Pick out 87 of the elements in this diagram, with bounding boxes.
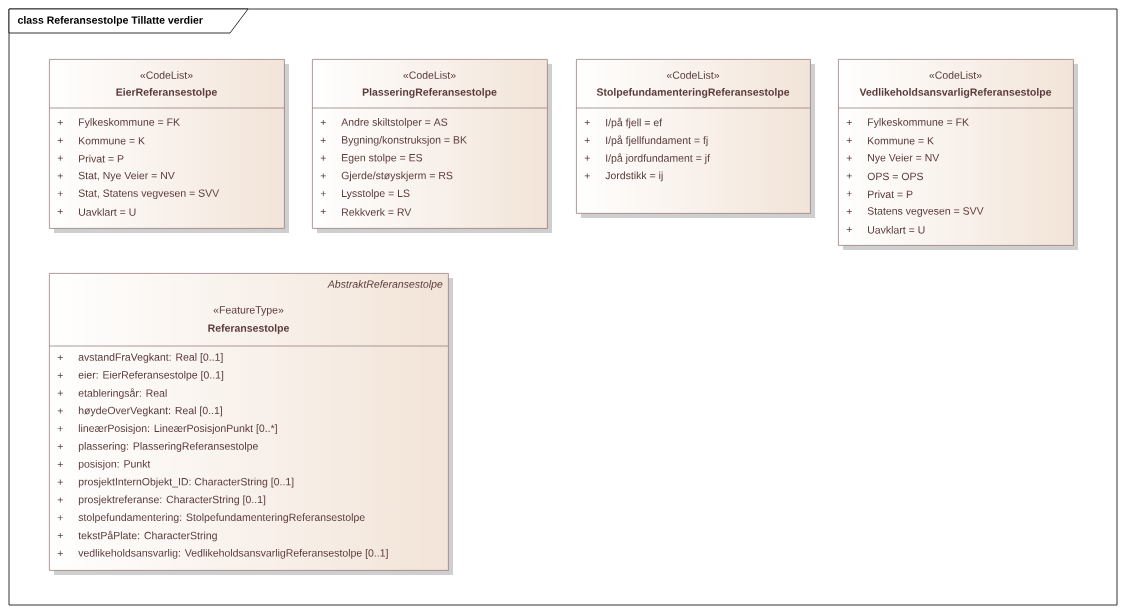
visibility-marker: + [57,444,63,450]
visibility-marker: + [584,155,590,161]
class-name: StolpefundamenteringReferansestolpe [596,88,790,98]
attribute: avstandFraVegkant: Real [0..1] [78,353,223,363]
visibility-marker: + [57,372,63,378]
visibility-marker: + [320,120,326,126]
visibility-marker: + [57,173,63,179]
attribute: I/på fjell = ef [606,117,663,129]
visibility-marker: + [584,137,590,143]
visibility-marker: + [846,173,852,179]
visibility-marker: + [57,550,63,556]
class-box [48,59,289,233]
attribute: Jordstikk = ij [605,171,663,182]
stereotype: «FeatureType» [213,306,284,316]
visibility-marker: + [57,408,63,414]
attribute: Fylkeskommune = FK [79,118,180,128]
stereotype: «CodeList» [666,71,720,79]
visibility-marker: + [320,209,326,215]
visibility-marker: + [57,390,63,396]
attribute: Kommune = K [79,137,145,145]
visibility-marker: + [320,173,326,179]
attribute: Uavklart = U [868,225,925,234]
visibility-marker: + [57,191,63,197]
attribute: etableringsår: Real [78,388,167,399]
class-name: VedlikeholdsansvarligReferansestolpe [859,88,1052,98]
attribute: prosjektInternObjekt_ID: CharacterString [0..1] [78,477,294,488]
visibility-marker: + [57,533,63,539]
stereotype: «CodeList» [403,71,456,79]
abstract-class-label: AbstraktReferansestolpe [327,280,443,290]
class-box [311,59,552,233]
visibility-marker: + [846,155,852,161]
visibility-marker: + [320,155,326,161]
attribute: Stat, Nye Veier = NV [78,171,175,182]
stereotype: «CodeList» [929,71,982,79]
attribute: tekstPåPlate: CharacterString [78,530,217,542]
visibility-marker: + [320,137,326,143]
title-tab: class Referansestolpe Tillatte verdier [8,8,249,34]
attribute: Uavklart = U [79,208,136,216]
visibility-marker: + [57,515,63,521]
attribute: Privat = P [79,154,124,163]
class-box [48,273,453,575]
attribute: prosjektreferanse: CharacterString [0..1] [78,495,266,506]
visibility-marker: + [846,191,852,197]
attribute: Egen stolpe = ES [342,153,423,164]
attribute: Kommune = K [868,137,934,145]
attribute: høydeOverVegkant: Real [0..1] [78,406,222,417]
visibility-marker: + [846,209,852,215]
stereotype: «CodeList» [140,71,193,79]
attribute: Fylkeskommune = FK [868,118,969,128]
class-name: PlasseringReferansestolpe [362,88,497,98]
attribute: I/på jordfundament = jf [606,153,710,164]
attribute: Lysstolpe = LS [342,189,410,200]
class-name: Referansestolpe [208,324,289,334]
visibility-marker: + [57,355,63,361]
attribute: eier: EierReferansestolpe [0..1] [78,370,224,381]
attribute: vedlikeholdsansvarlig: VedlikeholdsansvarligReferansestolpe [0..1] [78,548,388,559]
attribute: Bygning/konstruksjon = BK [342,135,467,146]
attribute: posisjon: Punkt [78,459,151,470]
visibility-marker: + [320,191,326,197]
attribute: Rekkverk = RV [342,208,412,216]
attribute: stolpefundamentering: StolpefundamenteringReferansestolpe [78,513,365,524]
attribute: OPS = OPS [867,172,924,181]
visibility-marker: + [584,120,590,126]
attribute: Andre skiltstolper = AS [341,118,448,128]
visibility-marker: + [57,155,63,161]
attribute: Privat = P [868,190,913,199]
visibility-marker: + [57,479,63,485]
class-name: EierReferansestolpe [116,88,217,98]
attribute: Stat, Statens vegvesen = SVV [78,189,220,199]
visibility-marker: + [57,497,63,503]
visibility-marker: + [57,461,63,467]
class-box [837,59,1078,250]
visibility-marker: + [846,120,852,126]
attribute: Statens vegvesen = SVV [867,207,984,217]
visibility-marker: + [846,226,852,232]
class-box [575,59,815,218]
visibility-marker: + [57,426,63,432]
visibility-marker: + [584,173,590,179]
attribute: plassering: PlasseringReferansestolpe [78,442,258,452]
attribute: Gjerde/støyskjerm = RS [341,171,453,182]
attribute: lineærPosisjon: LineærPosisjonPunkt [0..*] [78,424,277,435]
visibility-marker: + [57,120,63,126]
attribute: Nye Veier = NV [868,153,940,164]
visibility-marker: + [846,137,852,143]
visibility-marker: + [57,137,63,143]
visibility-marker: + [57,209,63,215]
attribute: I/på fjellfundament = fj [606,135,708,147]
